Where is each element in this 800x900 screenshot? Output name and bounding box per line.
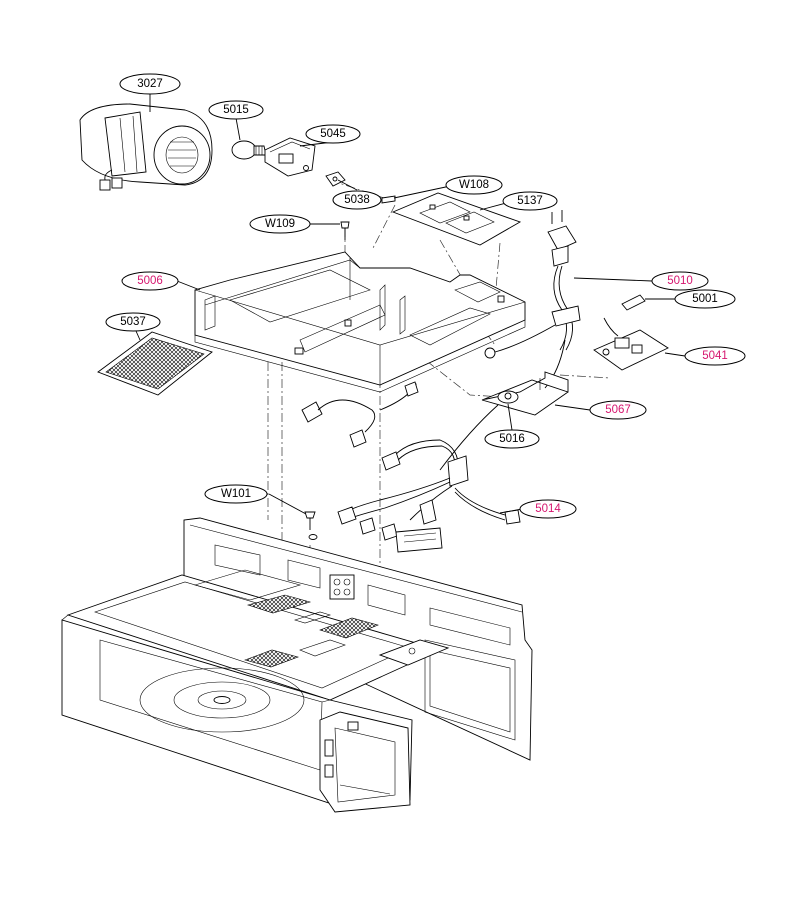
screw-w108 <box>381 195 396 204</box>
callout-text: 5038 <box>344 194 370 206</box>
base-plate-frame <box>194 251 526 393</box>
callout-text: 5041 <box>702 350 728 362</box>
mounting-plate <box>391 192 522 246</box>
callout-text: 5015 <box>223 104 249 116</box>
screw-w109 <box>340 221 350 240</box>
callout-text: 3027 <box>137 78 163 90</box>
lamp-socket-bracket <box>264 137 316 177</box>
callout-text: 5010 <box>667 275 693 287</box>
callout-5067: 5067 <box>589 400 647 420</box>
callout-3027: 3027 <box>119 73 181 95</box>
callout-5041: 5041 <box>684 346 746 366</box>
callout-5038: 5038 <box>332 190 382 210</box>
callout-text: 5067 <box>605 404 631 416</box>
callout-5014: 5014 <box>519 499 577 519</box>
grease-filter <box>97 331 213 396</box>
blower-fan <box>79 103 213 191</box>
callout-text: W109 <box>265 218 295 230</box>
callout-5137: 5137 <box>502 191 558 211</box>
callout-text: W108 <box>459 179 489 191</box>
small-clip <box>325 171 346 187</box>
callout-5015: 5015 <box>208 100 264 120</box>
lamp-bulb <box>231 140 267 160</box>
control-board <box>593 317 669 371</box>
callout-5010: 5010 <box>651 271 709 291</box>
callout-5045: 5045 <box>305 124 361 144</box>
callout-text: 5001 <box>692 293 718 305</box>
callout-5016: 5016 <box>484 429 540 449</box>
callout-text: 5016 <box>499 433 525 445</box>
screw-w101 <box>304 511 318 540</box>
callout-text: 5014 <box>535 503 561 515</box>
callout-text: W101 <box>221 488 251 500</box>
wiring-harness <box>301 381 521 553</box>
callout-5001: 5001 <box>674 289 736 309</box>
callout-w101: W101 <box>204 484 268 504</box>
thermostat-bracket <box>481 371 569 416</box>
callout-text: 5137 <box>517 195 543 207</box>
callout-5037: 5037 <box>105 312 161 332</box>
callout-5006: 5006 <box>121 271 179 291</box>
callout-text: 5045 <box>320 128 346 140</box>
callout-w108: W108 <box>445 175 503 195</box>
fuse <box>621 294 646 311</box>
cavity-chassis <box>61 517 533 813</box>
callout-text: 5006 <box>137 275 163 287</box>
callout-w109: W109 <box>249 214 311 234</box>
leader-lines <box>135 94 686 515</box>
callout-text: 5037 <box>120 316 146 328</box>
